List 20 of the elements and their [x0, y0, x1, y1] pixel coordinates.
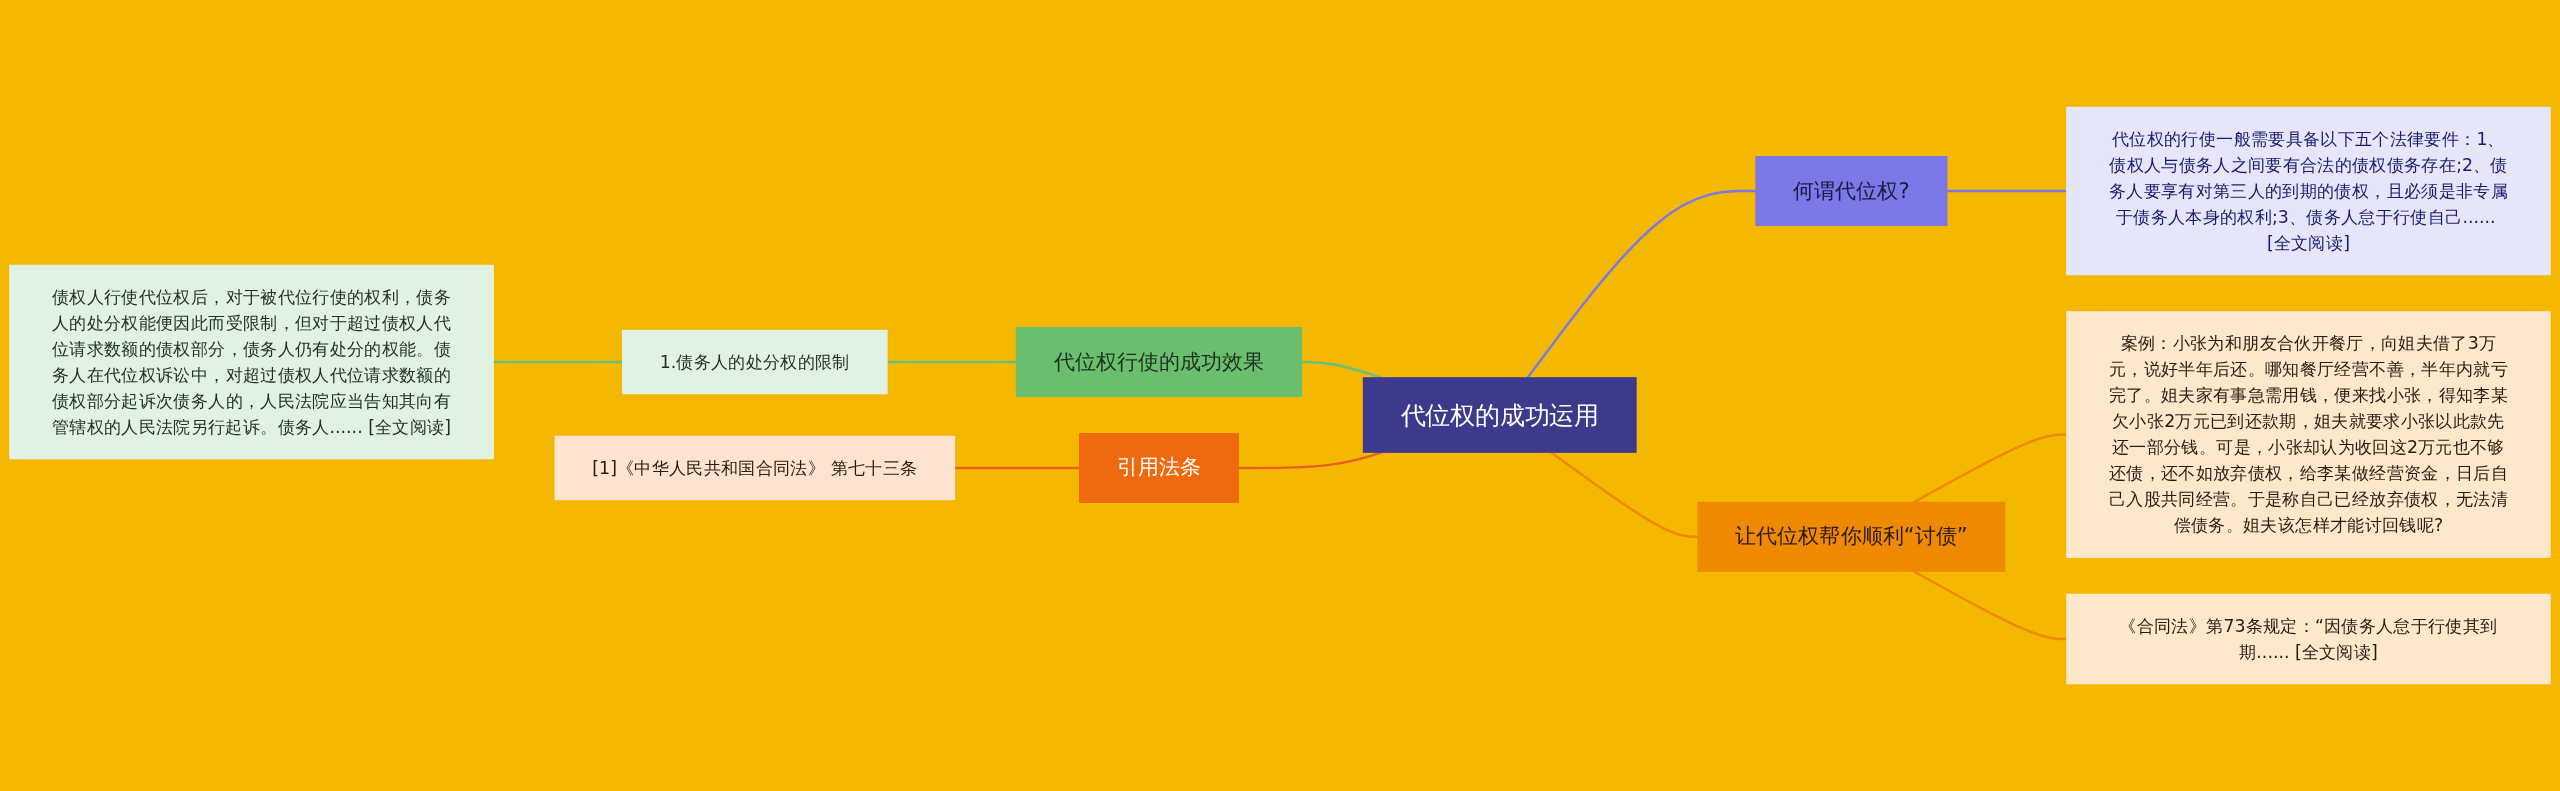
node-box: 让代位权帮你顺利“讨债” — [1697, 501, 2006, 572]
node-box: 何谓代位权? — [1755, 156, 1948, 227]
node-box: 1.债务人的处分权的限制 — [622, 329, 888, 395]
connector — [1238, 451, 1383, 470]
node-box: 债权人行使代位权后，对于被代位行使的权利，债务人的处分权能便因此而受限制，但对于超过债权人代位请求数额的债权部分，债务人仍有处分的权能。债务人在代位权诉讼中，对超过债权人代位请求数额的债权部分起诉次债务人的，人民法院应当告知其向有管辖权的人民法院另行起诉。债务人...... [全文阅读] — [9, 264, 494, 460]
node-box: 案例：小张为和朋友合伙开餐厅，向姐夫借了3万元，说好半年后还。哪知餐厅经营不善，半年内就亏完了。姐夫家有事急需用钱，便来找小张，得知李某欠小张2万元已到还款期，姐夫就要求小张以此款先还一部分钱。可是，小张却认为收回这2万元也不够还债，还不如放弃债权，给李某做经营资金，日后自己入股共同经营。于是称自己已经放弃债权，无法清偿债务。姐夫该怎样才能讨回钱呢? — [2066, 311, 2551, 558]
connector — [1946, 189, 2067, 193]
node-box: [1]《中华人民共和国合同法》 第七十三条 — [554, 435, 956, 501]
node-box: 引用法条 — [1079, 433, 1239, 503]
connector — [954, 466, 1080, 470]
node-box: 代位权的成功运用 — [1362, 377, 1637, 453]
connector — [1550, 451, 1698, 538]
connector — [493, 360, 623, 364]
node-box: 代位权行使的成功效果 — [1015, 327, 1303, 398]
connector — [1912, 570, 2067, 641]
connector — [887, 360, 1017, 364]
connector — [1912, 433, 2067, 504]
node-box: 代位权的行使一般需要具备以下五个法律要件：1、债权人与债务人之间要有合法的债权债务存在;2、债务人要享有对第三人的到期的债权，且必须是非专属于债务人本身的权利;3、债务人怠于行使自己...... [全文阅读] — [2066, 106, 2551, 276]
node-box: 《合同法》第73条规定：“因债务人怠于行使其到期...... [全文阅读] — [2066, 593, 2551, 685]
connector — [1526, 189, 1756, 379]
